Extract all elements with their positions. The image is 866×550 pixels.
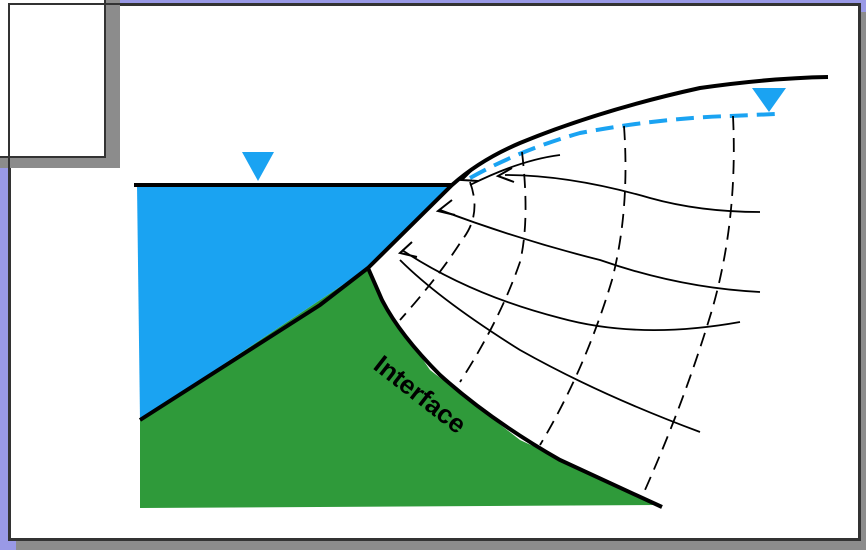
- interface-line: [366, 267, 663, 509]
- flow-line: [469, 154, 561, 186]
- ground-area: [140, 268, 660, 508]
- flow-lines: [399, 154, 761, 433]
- water-level-marker-left: [242, 152, 274, 181]
- flow-line: [401, 249, 741, 331]
- flow-arrowhead: [435, 199, 456, 216]
- water-body: [137, 185, 452, 420]
- equipotential-line: [644, 115, 735, 491]
- flow-arrowheads: [397, 167, 515, 258]
- flow-arrowhead: [495, 167, 515, 183]
- flow-line: [399, 259, 701, 433]
- equipotential-line: [459, 151, 527, 383]
- diagram-border: [8, 3, 861, 541]
- slope-surface: [138, 75, 829, 422]
- flow-line: [504, 174, 761, 213]
- equipotential-lines: [399, 115, 735, 491]
- water-level-marker-right: [752, 88, 786, 112]
- flow-arrowhead: [397, 241, 418, 258]
- equipotential-line: [539, 125, 627, 446]
- flow-arrowhead: [459, 169, 479, 182]
- flow-line: [439, 209, 761, 293]
- corner-box: [0, 0, 106, 158]
- phreatic-surface: [469, 112, 776, 180]
